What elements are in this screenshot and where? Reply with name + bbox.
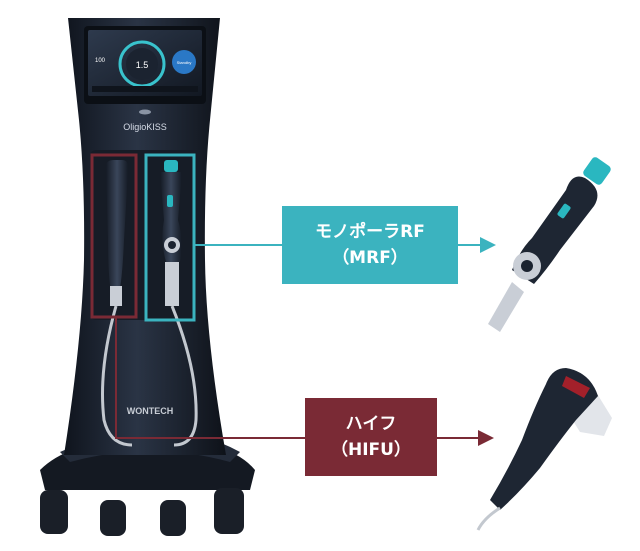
hifu-handpiece	[476, 368, 612, 531]
mrf-label-box: モノポーラRF （MRF）	[282, 206, 458, 284]
mrf-label-line2: （MRF）	[332, 248, 408, 268]
brand-logo: OligioKISS	[123, 122, 167, 132]
mrf-handpiece	[488, 157, 611, 332]
hifu-label-line2: （HIFU）	[331, 440, 411, 460]
device-screen: 1.5 100 Standby	[84, 26, 206, 104]
wheel	[214, 488, 244, 534]
power-indicator	[139, 109, 151, 115]
hifu-outline	[90, 153, 138, 319]
wheel	[100, 500, 126, 536]
screen-center-value: 1.5	[136, 60, 149, 70]
mrf-outline	[144, 153, 196, 322]
mrf-label-line1: モノポーラRF	[315, 222, 425, 242]
hifu-connector-line	[115, 317, 305, 439]
wheel	[40, 490, 68, 534]
manufacturer-logo: WONTECH	[127, 406, 174, 416]
wheel	[160, 500, 186, 536]
hifu-label-line1: ハイフ	[345, 414, 397, 434]
mrf-cable	[170, 305, 198, 447]
hifu-cable	[101, 305, 133, 447]
hifu-handpiece-docked	[105, 160, 129, 306]
mrf-handpiece-docked	[160, 160, 182, 306]
screen-standby-button: Standby	[177, 60, 192, 65]
hifu-label-box: ハイフ （HIFU）	[305, 398, 437, 476]
screen-left-value: 100	[95, 58, 106, 64]
